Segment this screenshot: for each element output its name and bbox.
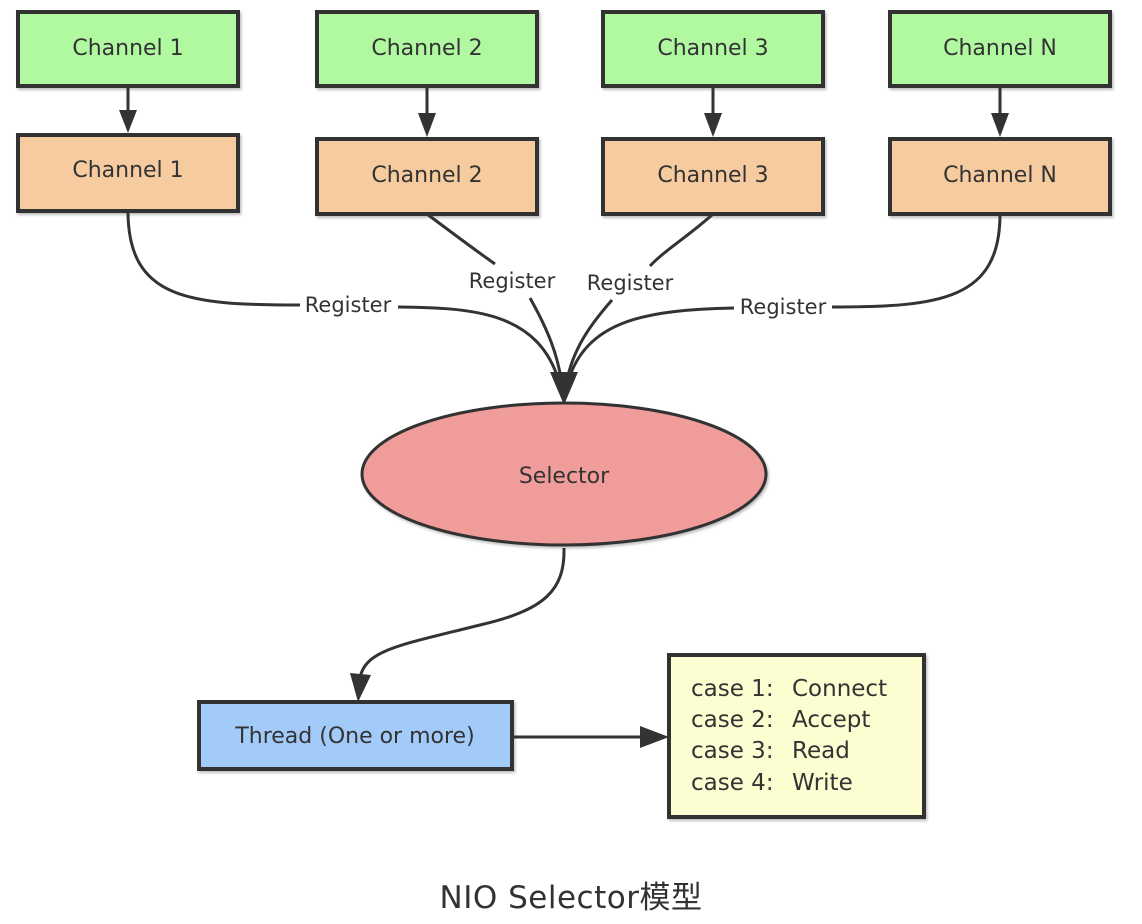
arrow-channel-2-down [418, 86, 436, 137]
source-channel-n-label: Channel N [943, 36, 1057, 61]
register-edge-2: Register [426, 212, 564, 386]
selector-node: Selector [360, 401, 768, 547]
registered-channel-2-label: Channel 2 [371, 163, 482, 188]
case-2-event: Accept [792, 707, 870, 733]
registered-channel-3-label: Channel 3 [657, 163, 768, 188]
cases-node: case 1: Connect case 2: Accept case 3: R… [667, 653, 926, 819]
selector-label: Selector [519, 464, 610, 489]
arrowhead-icon [640, 726, 669, 748]
case-2-name: case 2: [691, 707, 774, 733]
selector-arrowhead-icon [550, 372, 578, 405]
register-label-1: Register [305, 293, 392, 317]
thread-node: Thread (One or more) [197, 700, 514, 771]
arrowhead-icon [119, 110, 137, 133]
case-1-name: case 1: [691, 676, 774, 702]
arrowhead-icon [350, 673, 371, 702]
registered-channel-3: Channel 3 [601, 137, 825, 216]
source-channel-1-label: Channel 1 [72, 36, 183, 61]
register-edge-1: Register [126, 210, 562, 386]
register-label-n: Register [740, 295, 827, 319]
thread-label: Thread (One or more) [234, 724, 474, 749]
source-channel-2-label: Channel 2 [371, 36, 482, 61]
registered-channel-1: Channel 1 [16, 133, 240, 213]
source-channel-3: Channel 3 [601, 10, 825, 88]
arrowhead-icon [991, 113, 1009, 137]
case-3-name: case 3: [691, 738, 774, 764]
source-channel-3-label: Channel 3 [657, 36, 768, 61]
arrowhead-icon [418, 113, 436, 137]
registered-channel-1-label: Channel 1 [72, 158, 183, 183]
case-row-4: case 4: Write [691, 770, 853, 796]
source-channel-n: Channel N [888, 10, 1112, 88]
case-4-name: case 4: [691, 770, 774, 796]
register-label-2: Register [469, 269, 556, 293]
arrow-channel-n-down [991, 86, 1009, 137]
register-label-3: Register [587, 271, 674, 295]
registered-channel-n-label: Channel N [943, 163, 1057, 188]
selector-to-thread-edge [350, 547, 566, 702]
register-edge-3: Register [564, 212, 715, 386]
register-edge-n: Register [565, 213, 1002, 386]
case-1-event: Connect [792, 676, 887, 702]
case-4-event: Write [792, 770, 853, 796]
registered-channel-n: Channel N [888, 137, 1112, 216]
case-row-2: case 2: Accept [691, 707, 870, 733]
thread-to-cases-edge [512, 726, 669, 748]
source-channel-1: Channel 1 [16, 10, 240, 88]
source-channel-2: Channel 2 [315, 10, 539, 88]
arrow-channel-3-down [704, 86, 722, 137]
arrow-channel-1-down [119, 86, 137, 133]
registered-channel-2: Channel 2 [315, 137, 539, 216]
arrowhead-icon [704, 113, 722, 137]
diagram-caption: NIO Selector模型 [439, 880, 703, 916]
case-row-3: case 3: Read [691, 738, 850, 764]
case-3-event: Read [792, 738, 850, 764]
case-row-1: case 1: Connect [691, 676, 887, 702]
